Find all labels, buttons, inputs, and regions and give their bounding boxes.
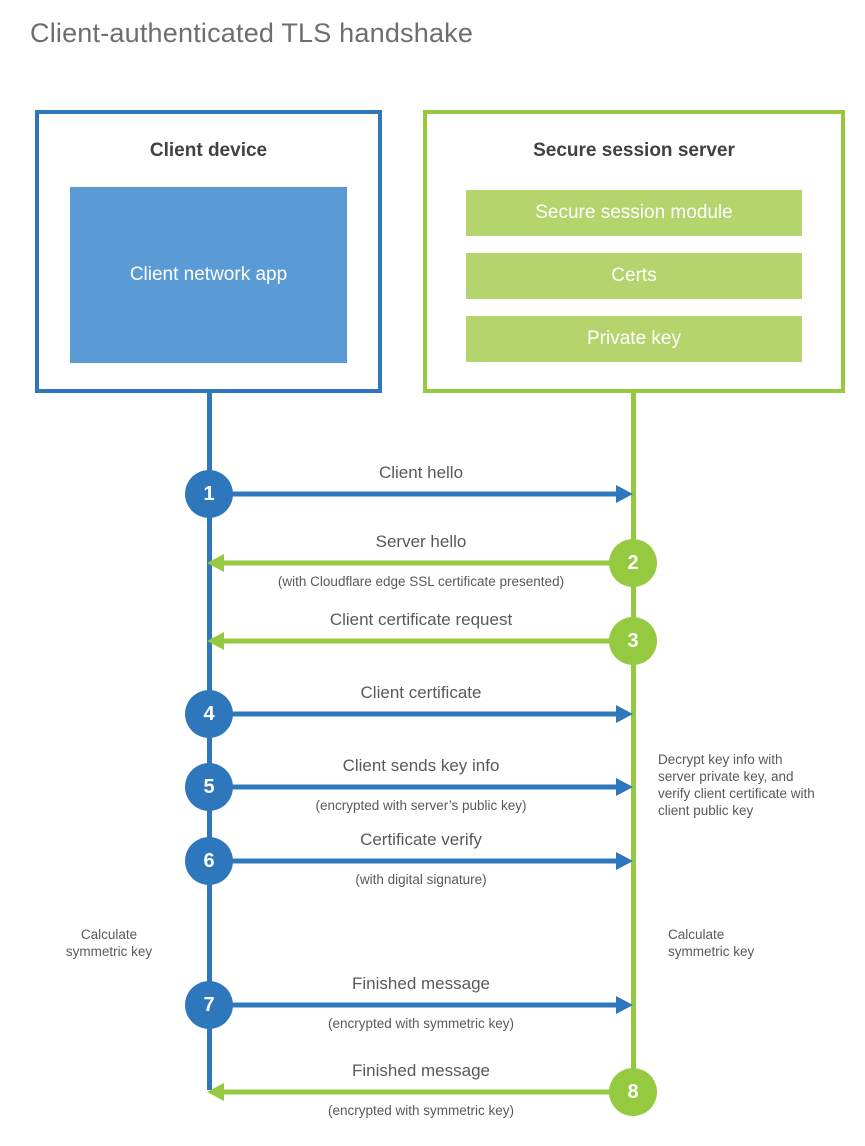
message-label: Client certificate bbox=[360, 683, 482, 702]
certs-bar: Certs bbox=[466, 253, 802, 299]
arrow-shaft bbox=[209, 711, 616, 717]
arrow-head-right-icon bbox=[616, 852, 633, 870]
client-network-app-label: Client network app bbox=[129, 264, 288, 285]
message-label: Server hello bbox=[375, 532, 467, 551]
message-sublabel: (encrypted with server’s public key) bbox=[315, 798, 527, 813]
step-number-badge: 6 bbox=[185, 837, 233, 885]
arrow-shaft bbox=[209, 858, 616, 864]
message-label: Client certificate request bbox=[329, 610, 513, 629]
step-number-badge: 3 bbox=[609, 617, 657, 665]
arrow-head-left-icon bbox=[207, 632, 224, 650]
client-device-title: Client device bbox=[149, 140, 268, 161]
arrow-shaft bbox=[209, 784, 616, 790]
note-calculate-symmetric-key-client: Calculate symmetric key bbox=[65, 927, 153, 959]
page-title: Client-authenticated TLS handshake bbox=[30, 18, 474, 48]
arrow-shaft bbox=[211, 638, 633, 644]
message-label: Finished message bbox=[352, 1061, 490, 1080]
arrow-shaft bbox=[211, 560, 633, 566]
arrow-head-left-icon bbox=[207, 554, 224, 572]
step-number-badge: 1 bbox=[185, 470, 233, 518]
arrow-head-right-icon bbox=[616, 705, 633, 723]
message-label: Finished message bbox=[352, 974, 490, 993]
client-lifeline bbox=[207, 393, 212, 1090]
message-sublabel: (encrypted with symmetric key) bbox=[327, 1103, 515, 1118]
step-number-badge: 4 bbox=[185, 690, 233, 738]
note-decrypt-key-info: Decrypt key info with server private key… bbox=[658, 752, 815, 818]
arrow-shaft bbox=[211, 1089, 633, 1095]
message-sublabel: (encrypted with symmetric key) bbox=[327, 1016, 515, 1031]
secure-session-server-title: Secure session server bbox=[533, 140, 735, 161]
arrow-head-right-icon bbox=[616, 996, 633, 1014]
message-sublabel: (with digital signature) bbox=[355, 872, 487, 887]
step-number-badge: 8 bbox=[609, 1068, 657, 1116]
secure-session-server-box: Secure session server Secure session mod… bbox=[423, 110, 845, 393]
client-network-app-box: Client network app bbox=[70, 187, 347, 363]
client-device-box: Client device Client network app bbox=[35, 110, 382, 393]
note-calculate-symmetric-key-server: Calculate symmetric key bbox=[668, 927, 755, 959]
arrow-head-right-icon bbox=[616, 485, 633, 503]
message-label: Certificate verify bbox=[360, 830, 482, 849]
step-number-badge: 5 bbox=[185, 763, 233, 811]
step-number-badge: 7 bbox=[185, 981, 233, 1029]
arrow-head-left-icon bbox=[207, 1083, 224, 1101]
message-label: Client sends key info bbox=[342, 756, 500, 775]
private-key-bar: Private key bbox=[466, 316, 802, 362]
secure-session-module-bar: Secure session module bbox=[466, 190, 802, 236]
arrow-shaft bbox=[209, 491, 616, 497]
message-label: Client hello bbox=[378, 463, 464, 482]
server-lifeline bbox=[631, 393, 636, 1094]
message-sublabel: (with Cloudflare edge SSL certificate pr… bbox=[277, 574, 565, 589]
arrow-shaft bbox=[209, 1002, 616, 1008]
step-number-badge: 2 bbox=[609, 539, 657, 587]
arrow-head-right-icon bbox=[616, 778, 633, 796]
